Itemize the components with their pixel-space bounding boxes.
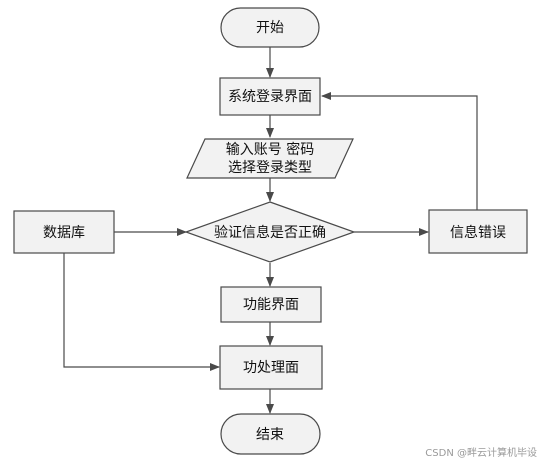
node-process: 功处理面 xyxy=(219,345,323,390)
login-box xyxy=(219,77,321,116)
node-login: 系统登录界面 xyxy=(219,77,321,116)
watermark: CSDN @畔云计算机毕设 xyxy=(425,446,537,459)
node-end: 结束 xyxy=(220,413,321,455)
error-box xyxy=(428,209,528,254)
login-label: 系统登录界面 xyxy=(228,89,312,105)
node-start: 开始 xyxy=(220,7,320,48)
node-database: 数据库 xyxy=(13,210,115,254)
function-ui-label: 功能界面 xyxy=(243,297,299,313)
input-parallelogram xyxy=(186,138,354,179)
process-box xyxy=(219,345,323,390)
edge-error-login xyxy=(321,92,478,210)
start-terminator xyxy=(220,7,320,48)
start-label: 开始 xyxy=(256,20,284,36)
verify-label: 验证信息是否正确 xyxy=(214,224,326,241)
node-input: 输入账号 密码 选择登录类型 xyxy=(186,138,354,179)
database-label: 数据库 xyxy=(43,225,85,241)
input-label-line1: 输入账号 密码 xyxy=(226,141,314,158)
input-label-line2: 选择登录类型 xyxy=(228,160,312,176)
node-function-ui: 功能界面 xyxy=(220,286,322,323)
edge-database-process xyxy=(63,253,220,371)
database-box xyxy=(13,210,115,254)
function-ui-box xyxy=(220,286,322,323)
edges xyxy=(63,47,478,414)
verify-diamond xyxy=(184,201,356,263)
end-terminator xyxy=(220,413,321,455)
process-label: 功处理面 xyxy=(243,360,299,376)
node-error: 信息错误 xyxy=(428,209,528,254)
end-label: 结束 xyxy=(256,427,284,443)
node-verify: 验证信息是否正确 xyxy=(184,201,356,263)
error-label: 信息错误 xyxy=(450,224,506,241)
